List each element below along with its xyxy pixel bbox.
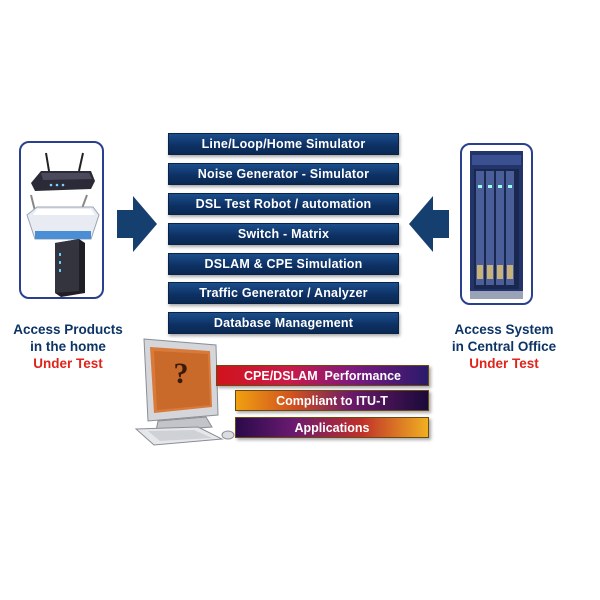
dslam-rack-icon <box>470 151 523 299</box>
computer-icon <box>134 338 235 446</box>
home-devices-illustration <box>26 152 100 297</box>
left-label-line2: in the home <box>30 339 106 354</box>
dslam-rack-frame <box>460 143 533 305</box>
right-label-under-test: Under Test <box>469 356 539 371</box>
right-arrow-icon <box>117 196 157 252</box>
strip-applications: Applications <box>235 417 429 438</box>
computer-screen-question-mark: ? <box>173 357 189 390</box>
dark-router-icon <box>31 152 95 191</box>
strip-compliant-itu-t: Compliant to ITU-T <box>235 390 429 411</box>
left-label-under-test: Under Test <box>33 356 103 371</box>
right-label: Access System in Central Office Under Te… <box>434 321 574 372</box>
center-bar-line-loop-home-simulator: Line/Loop/Home Simulator <box>168 133 399 155</box>
center-bar-dslam-cpe-simulation: DSLAM & CPE Simulation <box>168 253 399 275</box>
center-bar-database-management: Database Management <box>168 312 399 334</box>
white-router-icon <box>26 194 100 240</box>
right-label-line2: in Central Office <box>451 339 557 354</box>
center-bar-dsl-test-robot: DSL Test Robot / automation <box>168 193 399 215</box>
left-arrow-icon <box>409 196 449 252</box>
center-bar-traffic-generator: Traffic Generator / Analyzer <box>168 282 399 304</box>
right-label-line1: Access System <box>454 322 554 337</box>
center-bar-noise-generator: Noise Generator - Simulator <box>168 163 399 185</box>
strip-cpe-dslam-performance: CPE/DSLAM Performance <box>216 365 429 386</box>
center-bar-switch-matrix: Switch - Matrix <box>168 223 399 245</box>
home-devices-frame <box>19 141 104 299</box>
modem-icon <box>55 239 85 297</box>
left-label-line1: Access Products <box>13 322 123 337</box>
left-label: Access Products in the home Under Test <box>0 321 136 372</box>
